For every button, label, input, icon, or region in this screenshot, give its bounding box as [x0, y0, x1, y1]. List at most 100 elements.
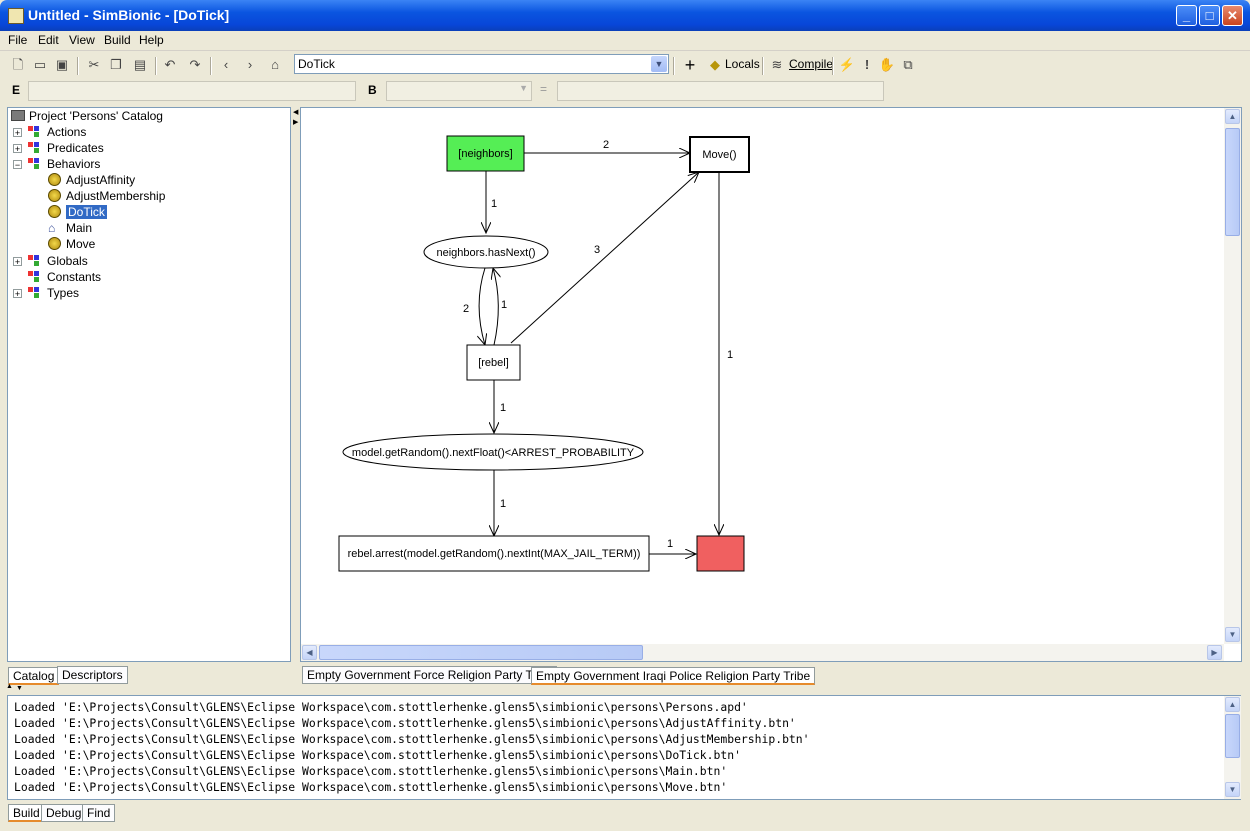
- collapse-icon[interactable]: −: [13, 160, 22, 170]
- behavior-icon: [48, 205, 61, 218]
- binding-value-field[interactable]: [557, 81, 884, 101]
- scroll-down-icon[interactable]: ▼: [1225, 782, 1240, 797]
- node-final[interactable]: [696, 535, 745, 572]
- node-neighbors[interactable]: [446, 135, 525, 172]
- compile-button[interactable]: Compile: [789, 57, 834, 71]
- save-icon[interactable]: ▣: [55, 57, 69, 72]
- close-button[interactable]: ✕: [1222, 5, 1243, 26]
- node-move[interactable]: [689, 136, 750, 173]
- maximize-button[interactable]: □: [1199, 5, 1220, 26]
- edge-rebel-hasnext[interactable]: [493, 268, 498, 346]
- node-has-next[interactable]: [423, 235, 549, 269]
- undo-icon[interactable]: ↶: [164, 57, 176, 72]
- cut-icon[interactable]: ✂: [88, 57, 100, 72]
- lightning-icon[interactable]: ⚡: [838, 57, 856, 72]
- tree-behavior-dotick[interactable]: DoTick: [48, 204, 107, 220]
- main-behavior-icon: ⌂: [48, 221, 56, 235]
- new-icon[interactable]: 🗋: [12, 57, 24, 72]
- folder-icon: [28, 287, 42, 298]
- scroll-thumb[interactable]: [1225, 714, 1240, 758]
- title-bar[interactable]: Untitled - SimBionic - [DoTick] _ □ ✕: [0, 0, 1250, 31]
- menu-file[interactable]: File: [8, 33, 28, 47]
- tab-catalog[interactable]: Catalog: [8, 667, 60, 685]
- canvas-vertical-scrollbar[interactable]: ▲ ▼: [1224, 108, 1241, 644]
- back-icon[interactable]: ‹: [223, 57, 229, 72]
- tree-item-predicates[interactable]: Predicates: [26, 140, 104, 156]
- folder-icon: [28, 126, 42, 137]
- splitter-right-icon[interactable]: ▶: [293, 119, 299, 126]
- window-title: Untitled - SimBionic - [DoTick]: [28, 7, 230, 23]
- menu-help[interactable]: Help: [139, 33, 164, 47]
- scroll-up-icon[interactable]: ▲: [1225, 109, 1240, 124]
- node-rebel[interactable]: [466, 344, 521, 381]
- edge-hasnext-rebel[interactable]: [479, 267, 485, 345]
- chevron-down-icon: ▼: [519, 83, 528, 93]
- tree-root[interactable]: Project 'Persons' Catalog: [11, 108, 163, 124]
- expand-icon[interactable]: +: [13, 289, 22, 299]
- tree-behavior-main[interactable]: ⌂ Main: [48, 221, 93, 235]
- menu-build[interactable]: Build: [104, 33, 131, 47]
- menu-view[interactable]: View: [69, 33, 95, 47]
- paste-icon[interactable]: ▤: [133, 57, 147, 72]
- menu-bar: File Edit View Build Help: [0, 31, 1250, 51]
- canvas-icon[interactable]: ⧉: [903, 57, 913, 72]
- tree-behavior-adjustaffinity[interactable]: AdjustAffinity: [48, 172, 135, 188]
- project-icon: [11, 110, 25, 121]
- scroll-thumb[interactable]: [319, 645, 643, 660]
- scroll-right-icon[interactable]: ▶: [1207, 645, 1222, 660]
- tab-canvas-1[interactable]: Empty Government Force Religion Party Tr…: [302, 666, 558, 684]
- home-icon[interactable]: ⌂: [271, 57, 279, 72]
- splitter-left-icon[interactable]: ◀: [293, 109, 299, 116]
- menu-edit[interactable]: Edit: [38, 33, 59, 47]
- binding-select[interactable]: ▼: [386, 81, 532, 101]
- forward-icon[interactable]: ›: [247, 57, 253, 72]
- tab-debug[interactable]: Debug: [41, 804, 87, 822]
- tree-item-actions[interactable]: Actions: [26, 124, 86, 140]
- node-arrest[interactable]: [338, 535, 650, 572]
- tree-item-globals[interactable]: Globals: [26, 253, 88, 269]
- log-vertical-scrollbar[interactable]: ▲ ▼: [1224, 696, 1241, 799]
- tab-build[interactable]: Build: [8, 804, 45, 822]
- locals-button[interactable]: Locals: [725, 57, 760, 71]
- minimize-button[interactable]: _: [1176, 5, 1197, 26]
- canvas-horizontal-scrollbar[interactable]: ◀ ▶: [301, 644, 1224, 661]
- compile-icon: ≋: [771, 57, 783, 72]
- tree-item-behaviors[interactable]: Behaviors: [26, 156, 100, 172]
- node-random-cond[interactable]: [342, 433, 644, 471]
- behavior-icon: [48, 189, 61, 202]
- scroll-up-icon[interactable]: ▲: [1225, 697, 1240, 712]
- scroll-left-icon[interactable]: ◀: [302, 645, 317, 660]
- tree-behavior-move[interactable]: Move: [48, 236, 95, 252]
- expand-icon[interactable]: +: [13, 128, 22, 138]
- plus-icon[interactable]: +: [684, 55, 696, 75]
- panel-divider[interactable]: ▲ ▼: [0, 683, 1250, 692]
- tab-canvas-2[interactable]: Empty Government Iraqi Police Religion P…: [531, 667, 816, 685]
- tree-item-constants[interactable]: Constants: [26, 269, 101, 285]
- expand-icon[interactable]: +: [13, 144, 22, 154]
- tree-behavior-adjustmembership[interactable]: AdjustMembership: [48, 188, 165, 204]
- behavior-selector[interactable]: DoTick ▼: [294, 54, 669, 74]
- redo-icon[interactable]: ↷: [189, 57, 201, 72]
- chevron-down-icon[interactable]: ▼: [651, 56, 667, 72]
- open-icon[interactable]: ▭: [33, 57, 47, 72]
- behavior-canvas[interactable]: 2 1 3 1 2 1 1 1 1 [neighbors] Move() nei…: [300, 107, 1242, 662]
- splitter-up-icon[interactable]: ▲: [6, 683, 13, 690]
- hand-icon[interactable]: ✋: [878, 57, 896, 72]
- scroll-thumb[interactable]: [1225, 128, 1240, 236]
- tree-item-types[interactable]: Types: [26, 285, 79, 301]
- behavior-icon: [48, 173, 61, 186]
- tab-descriptors[interactable]: Descriptors: [57, 666, 128, 684]
- splitter-down-icon[interactable]: ▼: [16, 685, 23, 692]
- binding-label: B: [368, 83, 377, 97]
- scroll-down-icon[interactable]: ▼: [1225, 627, 1240, 642]
- edge-rebel-move[interactable]: [510, 172, 699, 344]
- expression-field[interactable]: [28, 81, 356, 101]
- node-move-label: Move(): [702, 149, 736, 161]
- behavior-diagram: 2 1 3 1 2 1 1 1 1 [neighbors] Move() nei…: [338, 135, 750, 572]
- tab-find[interactable]: Find: [82, 804, 116, 822]
- copy-icon[interactable]: ❐: [110, 57, 122, 72]
- expand-icon[interactable]: +: [13, 257, 22, 267]
- build-output[interactable]: Loaded 'E:\Projects\Consult\GLENS\Eclips…: [7, 695, 1241, 800]
- exclamation-icon[interactable]: !: [864, 57, 870, 72]
- catalog-tree[interactable]: Project 'Persons' Catalog + Actions + Pr…: [7, 107, 291, 662]
